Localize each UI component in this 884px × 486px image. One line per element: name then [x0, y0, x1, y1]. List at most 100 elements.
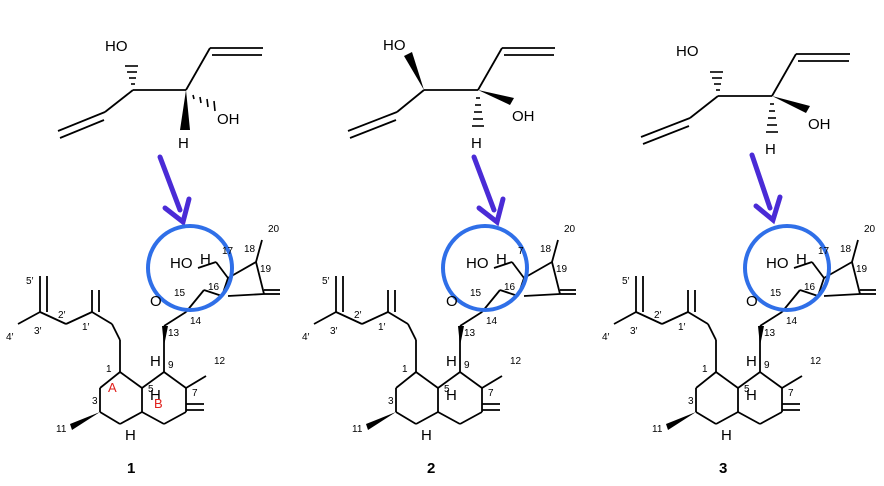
bond: [119, 411, 143, 425]
bond: [227, 293, 265, 297]
locant-label: 19: [556, 264, 568, 275]
hydroxyl-label: HO: [170, 255, 193, 272]
locant-label: 12: [510, 356, 522, 367]
locant-label: 3′: [34, 326, 42, 337]
locant-label: 5′: [26, 276, 34, 287]
bond: [823, 293, 861, 297]
bond: [759, 411, 783, 425]
locant-label: 17: [818, 246, 830, 257]
bond: [203, 289, 223, 297]
locant-label: 4′: [6, 332, 14, 343]
bond: [851, 239, 859, 263]
bond: [613, 311, 637, 325]
locant-label: 16: [804, 282, 816, 293]
bold-wedge: [772, 96, 810, 113]
locant-label: 19: [260, 264, 272, 275]
locant-label: 12: [214, 356, 226, 367]
locant-label: 1′: [678, 322, 686, 333]
bond: [415, 411, 439, 425]
bond: [551, 261, 561, 295]
bond: [65, 311, 93, 325]
compound-number-1: 1: [127, 460, 135, 477]
locant-label: 2′: [654, 310, 662, 321]
ring-label-a: A: [108, 380, 117, 395]
locant-label: 20: [564, 224, 576, 235]
bond: [687, 311, 709, 325]
arrowhead-1: [162, 196, 192, 227]
bond: [759, 371, 783, 389]
bold-wedge: [404, 52, 424, 90]
locant-label: 14: [190, 316, 202, 327]
hash-wedge: [472, 97, 484, 127]
bold-wedge: [666, 412, 696, 430]
locant-label: 1: [402, 364, 408, 375]
hash-wedge: [710, 71, 723, 91]
locant-label: 13: [168, 328, 180, 339]
bond: [799, 289, 819, 297]
hydrogen-label: H: [471, 135, 482, 152]
locant-label: 9: [464, 360, 470, 371]
bond: [99, 371, 121, 389]
hydrogen-label: H: [496, 251, 507, 268]
bond: [407, 323, 417, 341]
bond: [523, 261, 553, 279]
ring-label-b: B: [154, 396, 163, 411]
bold-wedge: [70, 412, 100, 430]
locant-label: 18: [540, 244, 552, 255]
bond: [141, 371, 165, 389]
highlight-circle-3: [743, 224, 831, 312]
locant-label: 12: [810, 356, 822, 367]
hydrogen-label: H: [150, 353, 161, 370]
locant-label: 18: [840, 244, 852, 255]
bond: [17, 311, 41, 325]
bond: [415, 371, 439, 389]
locant-label: 15: [770, 288, 782, 299]
locant-label: 4′: [302, 332, 310, 343]
compound-structure-1: [17, 239, 280, 430]
bond: [185, 375, 207, 389]
locant-label: 11: [352, 424, 363, 435]
locant-label: 5: [148, 384, 154, 395]
hydrogen-label: H: [178, 135, 189, 152]
locant-label: 9: [764, 360, 770, 371]
arrowhead-2: [476, 196, 506, 227]
hydrogen-label: H: [446, 387, 457, 404]
bond: [163, 411, 187, 425]
hydrogen-label: H: [200, 251, 211, 268]
hydrogen-label: H: [446, 353, 457, 370]
fragment-2: HO OH H: [347, 37, 555, 152]
bond: [197, 261, 217, 269]
fragment-3: HO OH H: [640, 43, 850, 158]
bond: [163, 371, 187, 389]
locant-label: 15: [174, 288, 186, 299]
locant-label: 15: [470, 288, 482, 299]
locant-label: 17: [222, 246, 234, 257]
hydrogen-label: H: [746, 353, 757, 370]
locant-label: 5′: [322, 276, 330, 287]
locant-label: 3: [388, 396, 394, 407]
bond: [661, 311, 689, 325]
hydrogen-label: H: [746, 387, 757, 404]
locant-label: 1: [702, 364, 708, 375]
bond: [737, 371, 761, 389]
compound-structure-2: [313, 239, 576, 430]
bond: [437, 371, 461, 389]
locant-label: 3: [92, 396, 98, 407]
bond: [395, 371, 417, 389]
bond: [313, 311, 337, 325]
fragment-1: HO OH H: [57, 38, 263, 152]
bond: [361, 311, 389, 325]
locant-label: 3′: [630, 326, 638, 337]
locant-label: 5: [444, 384, 450, 395]
hash-wedge: [192, 94, 216, 112]
hydrogen-label: H: [765, 141, 776, 158]
locant-label: 1′: [378, 322, 386, 333]
hydrogen-label: H: [125, 427, 136, 444]
bond: [459, 411, 483, 425]
locant-label: 14: [486, 316, 498, 327]
compound-number-3: 3: [719, 460, 727, 477]
hydrogen-label: H: [421, 427, 432, 444]
locant-label: 14: [786, 316, 798, 327]
bond: [255, 261, 265, 295]
